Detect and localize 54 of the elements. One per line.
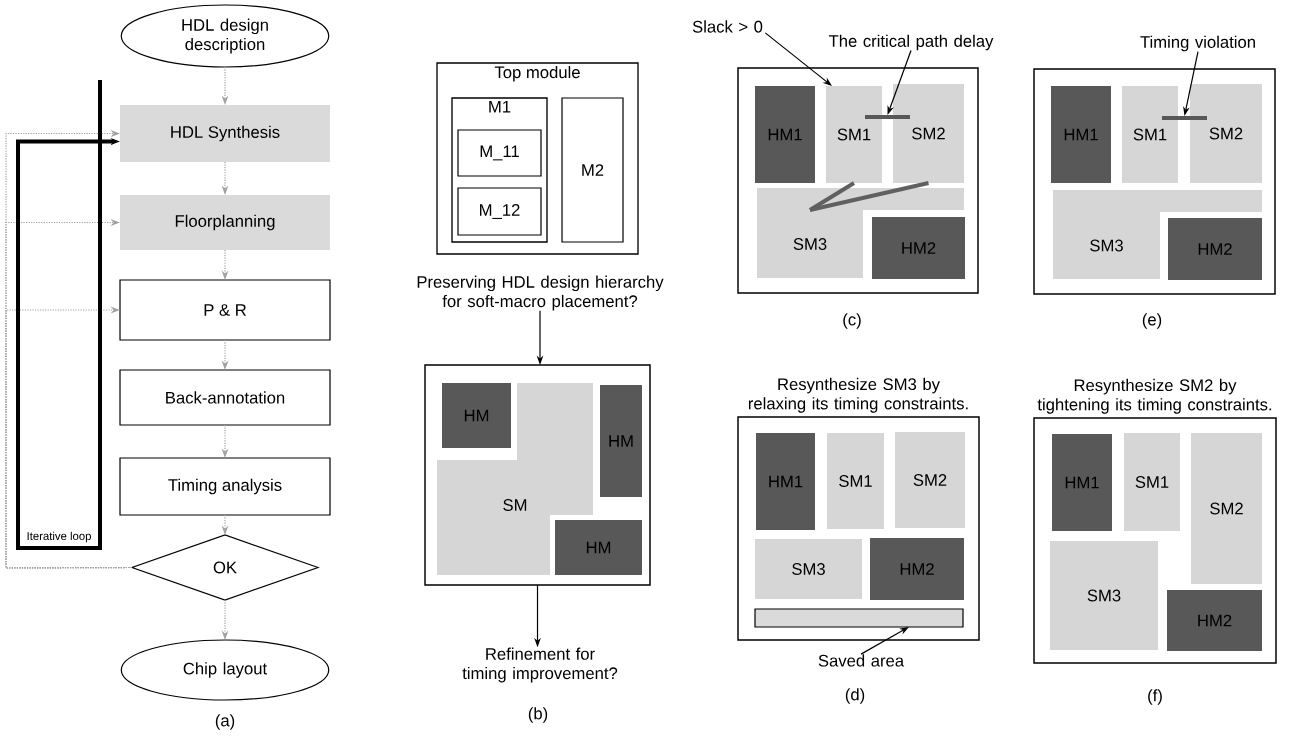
panel-caption: (b) [528, 707, 548, 723]
hard-macro-block: HM2 [872, 217, 965, 279]
annotation-text: Saved area [818, 654, 905, 667]
hard-macro-block: HM2 [1167, 590, 1262, 651]
layout-frame [424, 364, 651, 586]
hard-macro-block: HM [442, 383, 511, 448]
layout-frame [1033, 68, 1276, 295]
annotation-text: Preserving HDL design hierarchy for soft-macro placement? [417, 275, 664, 311]
hard-macro-block: HM1 [1052, 434, 1112, 531]
path-line [809, 181, 929, 212]
hard-macro-block: HM [600, 385, 642, 497]
panel-caption: (c) [843, 313, 861, 329]
soft-macro-block: SM3 [755, 539, 862, 599]
soft-macro-block: SM3 [1050, 541, 1158, 650]
hard-macro-block: HM1 [755, 86, 815, 183]
annotation-text: Refinement for timing improvement? [462, 647, 618, 683]
process-box: HDL Synthesis [120, 105, 330, 162]
process-box: M_11 [457, 129, 542, 177]
soft-macro-block: SM2 [893, 84, 964, 183]
node-label: Resynthesize SM2 by tightening its timing constraints. [1037, 378, 1272, 414]
panel-caption: (f) [1148, 689, 1162, 705]
path-line [808, 181, 856, 212]
hard-macro-block: HM1 [756, 433, 815, 530]
panel-caption: (d) [845, 688, 865, 704]
process-box: P & R [119, 279, 331, 341]
process-box: M_12 [457, 187, 542, 236]
process-box: M2 [561, 97, 624, 243]
soft-macro-block: SM1 [1122, 86, 1178, 183]
soft-macro-block: SM2 [1191, 433, 1262, 584]
annotation-text: Timing violation [1140, 35, 1255, 52]
path-delay-bar [865, 115, 910, 119]
annotation-text: Slack > 0 [692, 20, 763, 33]
soft-macro-block: SM1 [827, 433, 884, 529]
hard-macro-block: HM2 [870, 538, 964, 600]
edge-label: Iterative loop [27, 531, 91, 543]
hard-macro-block: HM2 [1168, 218, 1262, 280]
saved-area-bar [754, 608, 964, 628]
annotation-text: The critical path delay [828, 34, 994, 51]
process-box: Timing analysis [119, 457, 331, 516]
arrow [860, 627, 909, 655]
node-label: Resynthesize SM3 by relaxing its timing constraints. [748, 377, 968, 413]
hard-macro-block: HM [555, 520, 642, 575]
arrow [764, 32, 832, 86]
soft-macro-block: SM1 [826, 86, 882, 183]
soft-macro-block: SM2 [1190, 84, 1262, 183]
layout-frame [737, 67, 979, 294]
panel-caption: (e) [1142, 313, 1162, 329]
process-box: Floorplanning [120, 195, 330, 250]
soft-macro-block: SM2 [895, 432, 965, 528]
soft-macro-block: SM1 [1124, 433, 1180, 531]
process-box: Back-annotation [119, 369, 331, 426]
flow-arrow [5, 306, 133, 569]
hard-macro-block: HM1 [1051, 86, 1111, 183]
path-delay-bar [1162, 116, 1207, 120]
